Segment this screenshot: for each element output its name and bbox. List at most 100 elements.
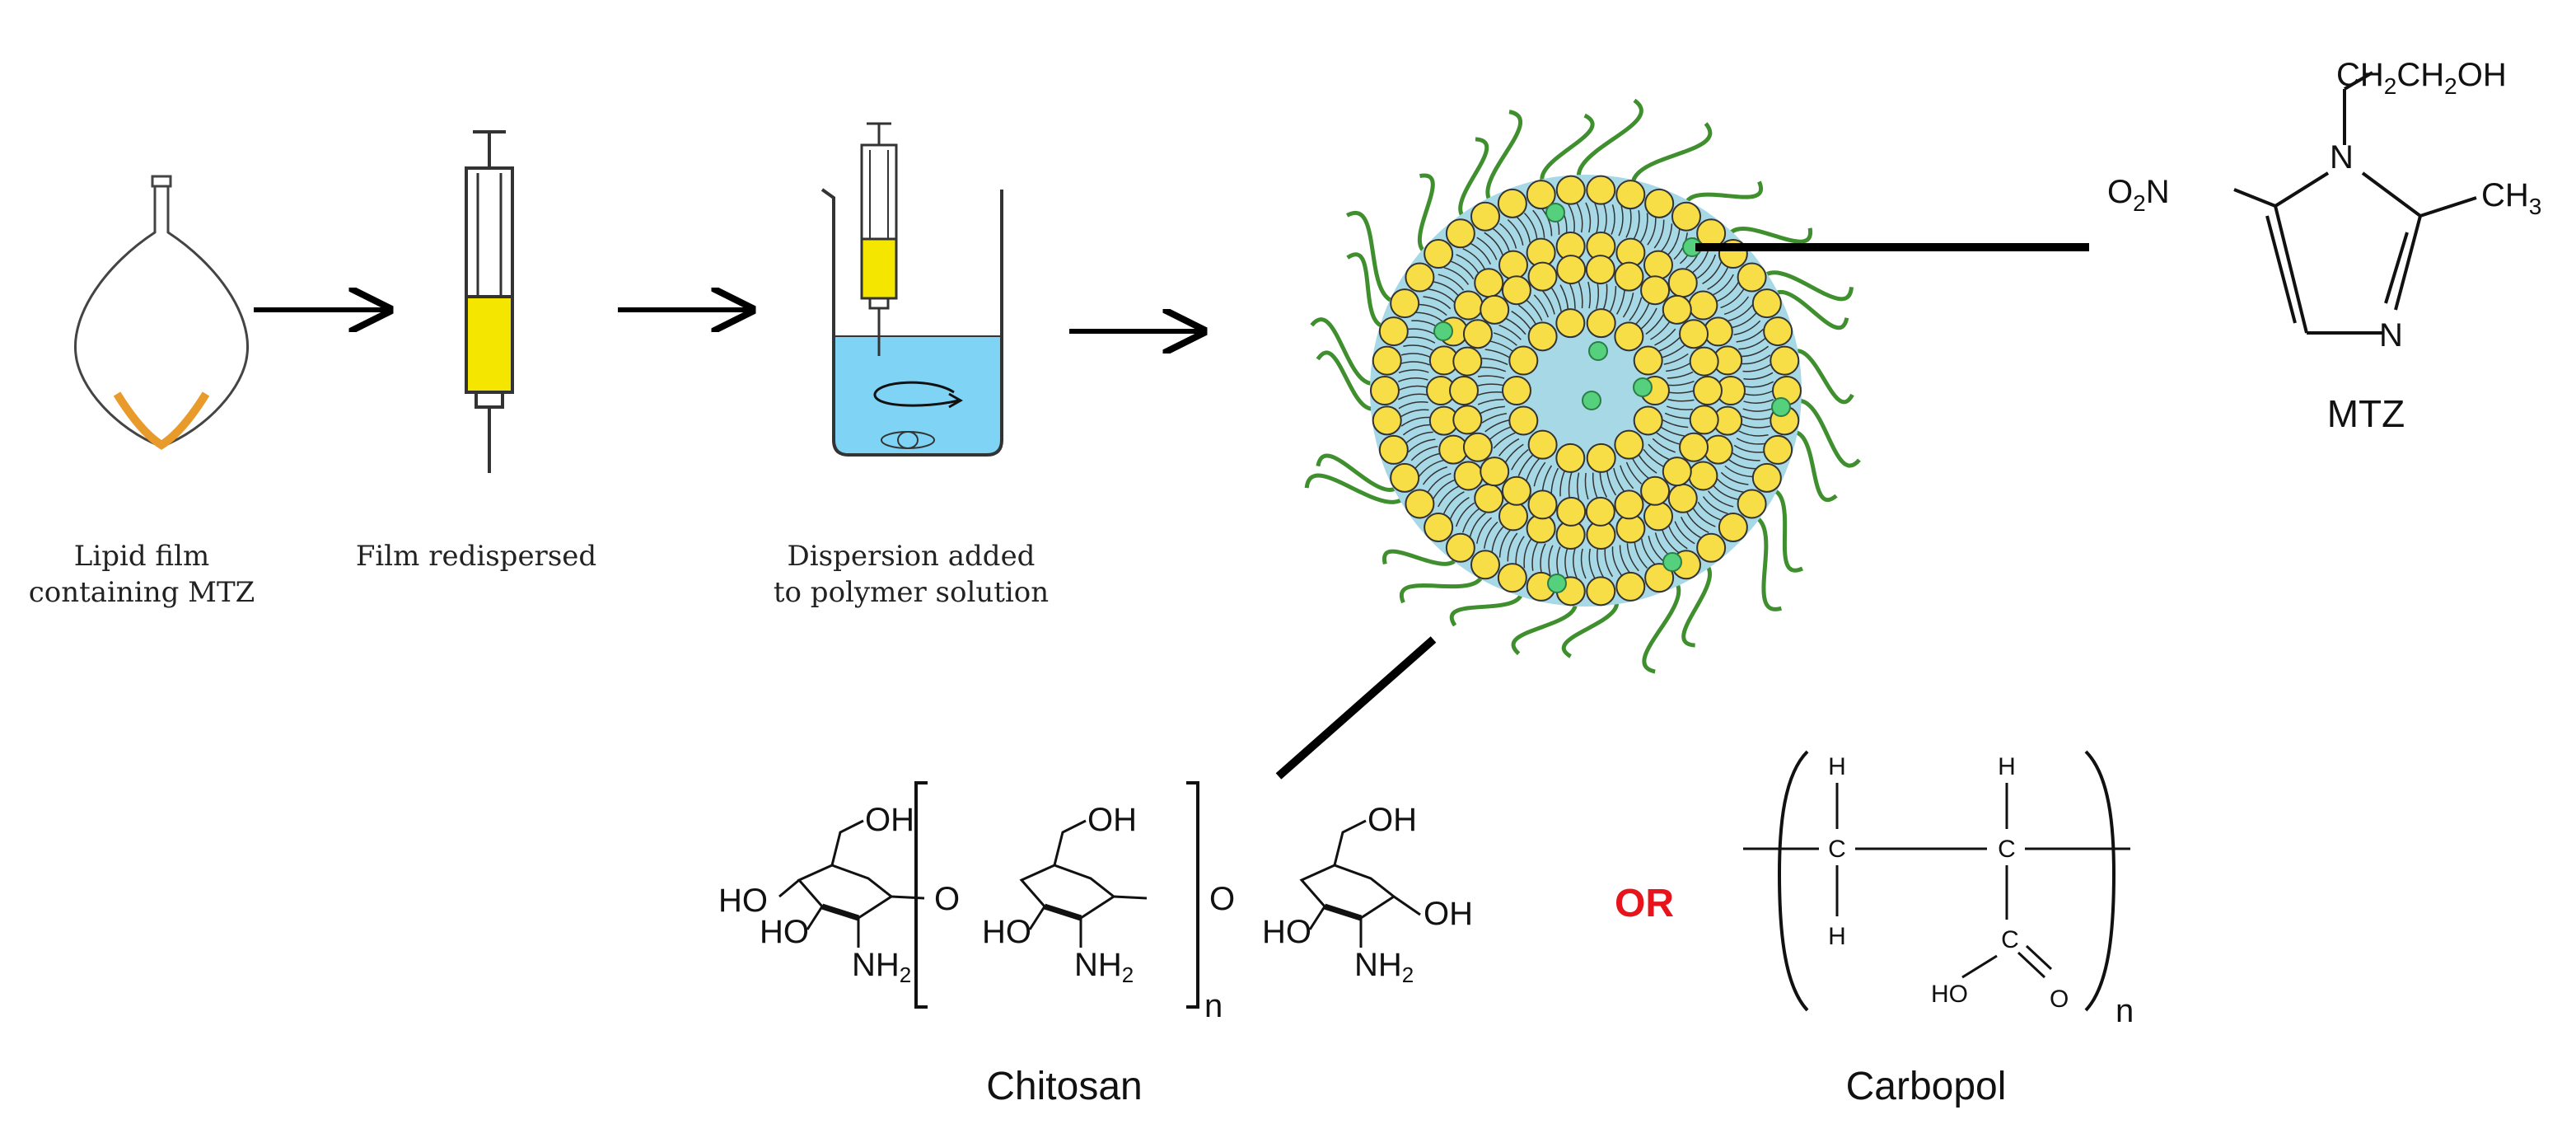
lipid-tail xyxy=(1680,516,1703,539)
lipid-tail xyxy=(1559,284,1569,311)
lipid-tail xyxy=(1587,281,1592,309)
carbopol-o: O xyxy=(2050,986,2069,1013)
lipid-tail xyxy=(1517,304,1537,325)
lipid-tail xyxy=(1576,472,1580,499)
lipid-tail xyxy=(1696,254,1717,279)
lipid-tail xyxy=(1602,203,1607,234)
lipid-tail xyxy=(1711,274,1734,297)
svg-text:NH2: NH2 xyxy=(852,947,911,987)
lipid-tail xyxy=(1484,349,1511,359)
lipid-tail xyxy=(1632,457,1650,480)
lipid-tail xyxy=(1414,452,1441,470)
drug-dot xyxy=(1582,391,1601,410)
lipid-head xyxy=(1640,475,1671,506)
lipid-tail xyxy=(1397,377,1428,382)
lipid-head xyxy=(1614,429,1644,460)
lipid-head xyxy=(1556,496,1587,527)
drug-dot xyxy=(1588,341,1608,361)
lipid-tail xyxy=(1663,353,1689,365)
svg-text:CH2CH2OH: CH2CH2OH xyxy=(2336,57,2507,99)
mtz-methyl-group: CH3 xyxy=(2481,177,2541,219)
lipid-head xyxy=(1679,432,1709,462)
chitosan-repeat-n: n xyxy=(1204,988,1223,1024)
lipid-head xyxy=(1527,321,1558,352)
lipid-tail xyxy=(1578,282,1583,309)
lipid-tail xyxy=(1422,466,1448,485)
lipid-head xyxy=(1689,346,1719,377)
lipid-head xyxy=(1763,434,1793,465)
lipid-tail xyxy=(1533,461,1546,487)
lipid-tail xyxy=(1504,443,1524,464)
lipid-tail xyxy=(1469,242,1492,265)
lipid-tail xyxy=(1660,223,1673,252)
lipid-tail xyxy=(1418,459,1444,477)
lipid-tail xyxy=(1667,380,1695,386)
lipid-head xyxy=(1688,461,1718,491)
carbopol-c-carboxyl: C xyxy=(2001,926,2019,953)
lipid-tail xyxy=(1742,407,1774,412)
lipid-tail xyxy=(1666,405,1694,410)
lipid-head xyxy=(1586,308,1616,339)
lipid-head xyxy=(1633,345,1663,376)
lipid-tail xyxy=(1576,202,1583,233)
lipid-tail xyxy=(1573,548,1578,579)
lipid-tail xyxy=(1595,282,1600,310)
mtz-hydroxyethyl: CH2CH2OH xyxy=(2336,57,2507,99)
lipid-head xyxy=(1526,180,1556,210)
lipid-tail xyxy=(1648,536,1665,562)
lipid-head xyxy=(1614,261,1644,292)
lipid-tail xyxy=(1656,432,1681,445)
lipid-tail xyxy=(1686,512,1709,533)
lipid-tail xyxy=(1397,393,1428,400)
lipid-tail xyxy=(1743,372,1774,380)
lipid-tail xyxy=(1481,413,1508,424)
lipid-tail xyxy=(1493,332,1517,346)
lipid-tail xyxy=(1402,424,1432,436)
lipid-head xyxy=(1449,376,1479,405)
lipid-tail xyxy=(1540,207,1553,237)
lipid-head xyxy=(1480,294,1510,325)
lipid-tail xyxy=(1476,237,1498,260)
lipid-tail xyxy=(1580,548,1587,579)
lipid-head xyxy=(1585,255,1615,285)
lipid-head xyxy=(1644,563,1675,593)
lipid-head xyxy=(1405,489,1435,519)
lipid-tail xyxy=(1667,371,1694,379)
lipid-tail xyxy=(1462,248,1485,269)
lipid-tail xyxy=(1585,202,1592,233)
chitosan-bracket-right xyxy=(1186,781,1199,1009)
lipid-tail xyxy=(1661,344,1685,358)
lipid-head xyxy=(1470,550,1500,580)
lipid-tail xyxy=(1398,369,1429,374)
lipid-head xyxy=(1378,316,1409,347)
carbopol-h-top-left: H xyxy=(1828,753,1846,780)
lipid-tail xyxy=(1657,336,1681,353)
lipid-tail xyxy=(1611,546,1622,576)
lipid-tail xyxy=(1498,438,1520,457)
lipid-head xyxy=(1696,532,1727,563)
lipid-tail xyxy=(1499,222,1517,249)
lipid-tail xyxy=(1597,548,1605,578)
lipid-tail xyxy=(1484,419,1509,433)
lipid-head xyxy=(1737,489,1767,519)
lipid-head xyxy=(1372,345,1402,376)
lipid-tail xyxy=(1548,545,1554,576)
lipid-tail xyxy=(1645,314,1664,335)
lipid-tail xyxy=(1540,543,1546,574)
lipid-tail xyxy=(1476,517,1493,544)
lipid-head xyxy=(1498,501,1528,532)
lipid-head xyxy=(1643,501,1673,532)
lipid-tail xyxy=(1405,336,1436,344)
lipid-tail xyxy=(1738,337,1767,350)
lipid-tail xyxy=(1667,227,1681,256)
lipid-tail xyxy=(1564,547,1569,578)
carbopol-structure: H C H H C C HO O n Carbopol xyxy=(1743,750,2134,1108)
lipid-tail xyxy=(1443,491,1465,514)
lipid-head xyxy=(1480,457,1510,487)
lipid-head xyxy=(1679,319,1709,349)
lipid-head xyxy=(1586,576,1616,606)
lipid-tail xyxy=(1625,461,1643,485)
